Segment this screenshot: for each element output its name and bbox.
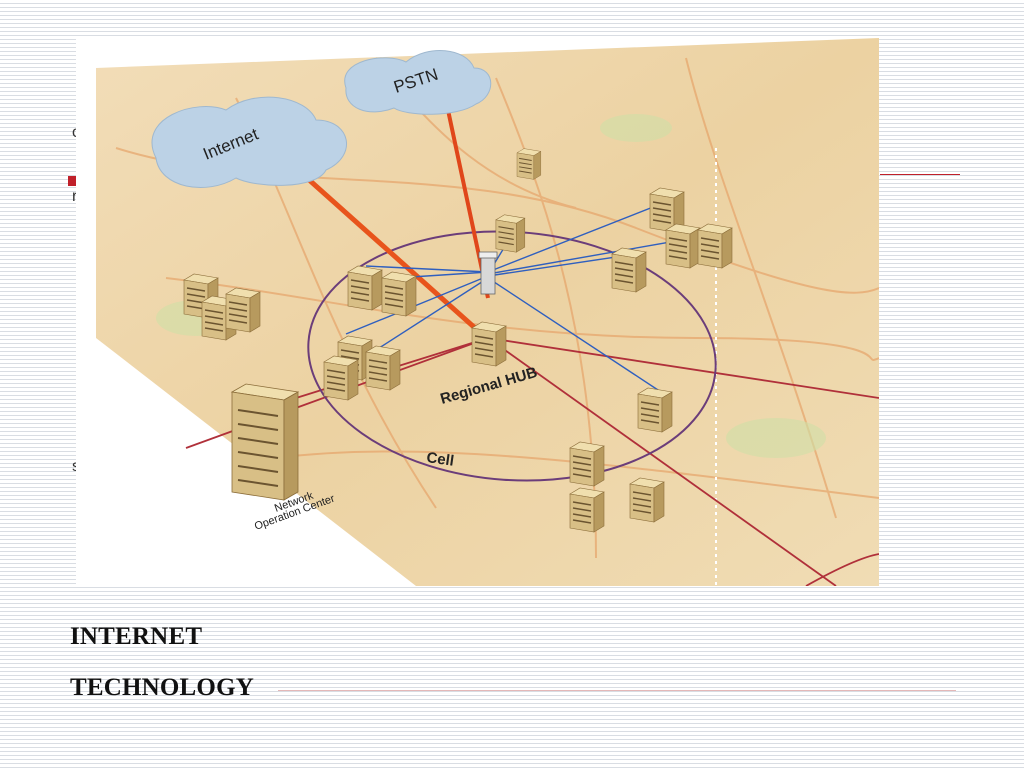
hidden-text-fragment: r	[72, 188, 78, 205]
bullet-marker	[68, 176, 76, 186]
caption-line-2: TECHNOLOGY	[70, 674, 254, 701]
cell-label: Cell	[425, 449, 455, 470]
bottom-rule	[278, 690, 956, 691]
internet-trunk-line	[296, 168, 486, 338]
network-operation-center-building	[230, 383, 300, 501]
title-underline	[880, 174, 960, 175]
internet-cloud	[151, 96, 347, 189]
network-diagram: Internet PSTN	[76, 38, 879, 586]
pstn-cloud	[344, 50, 492, 115]
cell-tower	[478, 251, 498, 295]
caption-line-1: INTERNET	[70, 623, 203, 650]
